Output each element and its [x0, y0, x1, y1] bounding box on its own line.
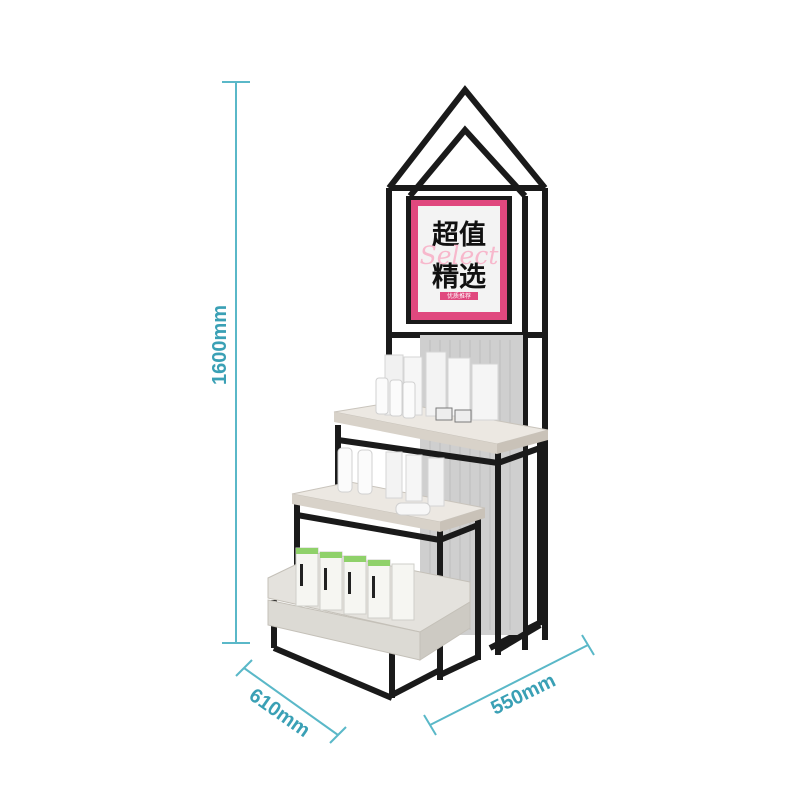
top-shelf-front-edge — [334, 412, 497, 454]
depth-dimension-cap-a — [235, 659, 253, 677]
product-bottle — [375, 377, 389, 415]
roof-outer — [386, 85, 548, 190]
product-bottle — [402, 381, 416, 419]
height-dimension: 1600mm — [209, 81, 250, 644]
product-box-logo-mark — [372, 576, 375, 598]
sign-line1: 超值 — [432, 220, 486, 251]
depth-dimension-cap-b — [329, 726, 347, 744]
product-box — [295, 547, 319, 607]
top-unit-base-side — [496, 622, 542, 653]
mid-unit-base-side — [438, 654, 480, 678]
sign-tag-bg — [440, 292, 478, 300]
top-unit-rail-front — [337, 437, 499, 466]
product-bottle — [337, 447, 353, 493]
top-unit-rail-side — [496, 445, 542, 466]
crate-products — [295, 547, 415, 621]
sign-board: 超值 Select 精选 优质推荐 — [406, 196, 512, 324]
mid-shelf-side-edge — [440, 508, 485, 532]
depth-dimension-line — [243, 667, 339, 736]
crate-side-panel — [419, 601, 471, 661]
sign-script-text: Select — [420, 241, 500, 270]
product-bottle — [357, 449, 373, 495]
product-box — [471, 363, 499, 421]
product-box-stripe — [320, 552, 342, 558]
product-jar — [454, 409, 472, 423]
product-box — [405, 454, 423, 502]
top-shelf-products — [375, 351, 499, 423]
roof-inner — [407, 125, 528, 199]
product-tube-lying — [395, 502, 431, 516]
product-box-stripe — [344, 556, 366, 562]
width-dimension: 550mm — [423, 634, 595, 736]
width-dimension-line — [429, 644, 589, 726]
product-box-logo-mark — [300, 564, 303, 586]
product-box — [319, 551, 343, 611]
product-box-logo-mark — [348, 572, 351, 594]
product-box — [343, 555, 367, 615]
product-box — [367, 559, 391, 619]
product-box — [425, 351, 447, 417]
width-dimension-cap-a — [423, 714, 437, 736]
product-box-stripe — [296, 548, 318, 554]
mid-unit-rail-front — [296, 512, 441, 543]
top-shelf-side-edge — [497, 430, 548, 454]
product-tube — [427, 457, 445, 507]
product-box — [391, 563, 415, 621]
bottom-unit-base-side — [390, 667, 442, 698]
product-box-logo-mark — [324, 568, 327, 590]
middle-shelf-products — [337, 447, 445, 516]
product-box — [447, 357, 471, 417]
height-dimension-label: 1600mm — [209, 305, 231, 385]
product-box — [385, 451, 403, 499]
width-dimension-cap-b — [581, 634, 595, 656]
product-box-stripe — [368, 560, 390, 566]
product-bottle — [389, 379, 403, 417]
sign-line2: 精选 — [432, 262, 486, 293]
sign-tag: 优质推荐 — [447, 292, 471, 300]
mid-unit-rail-side — [438, 522, 480, 543]
product-jar — [435, 407, 453, 421]
bottom-unit-base-front — [272, 645, 394, 701]
mid-shelf-front-edge — [292, 494, 440, 532]
